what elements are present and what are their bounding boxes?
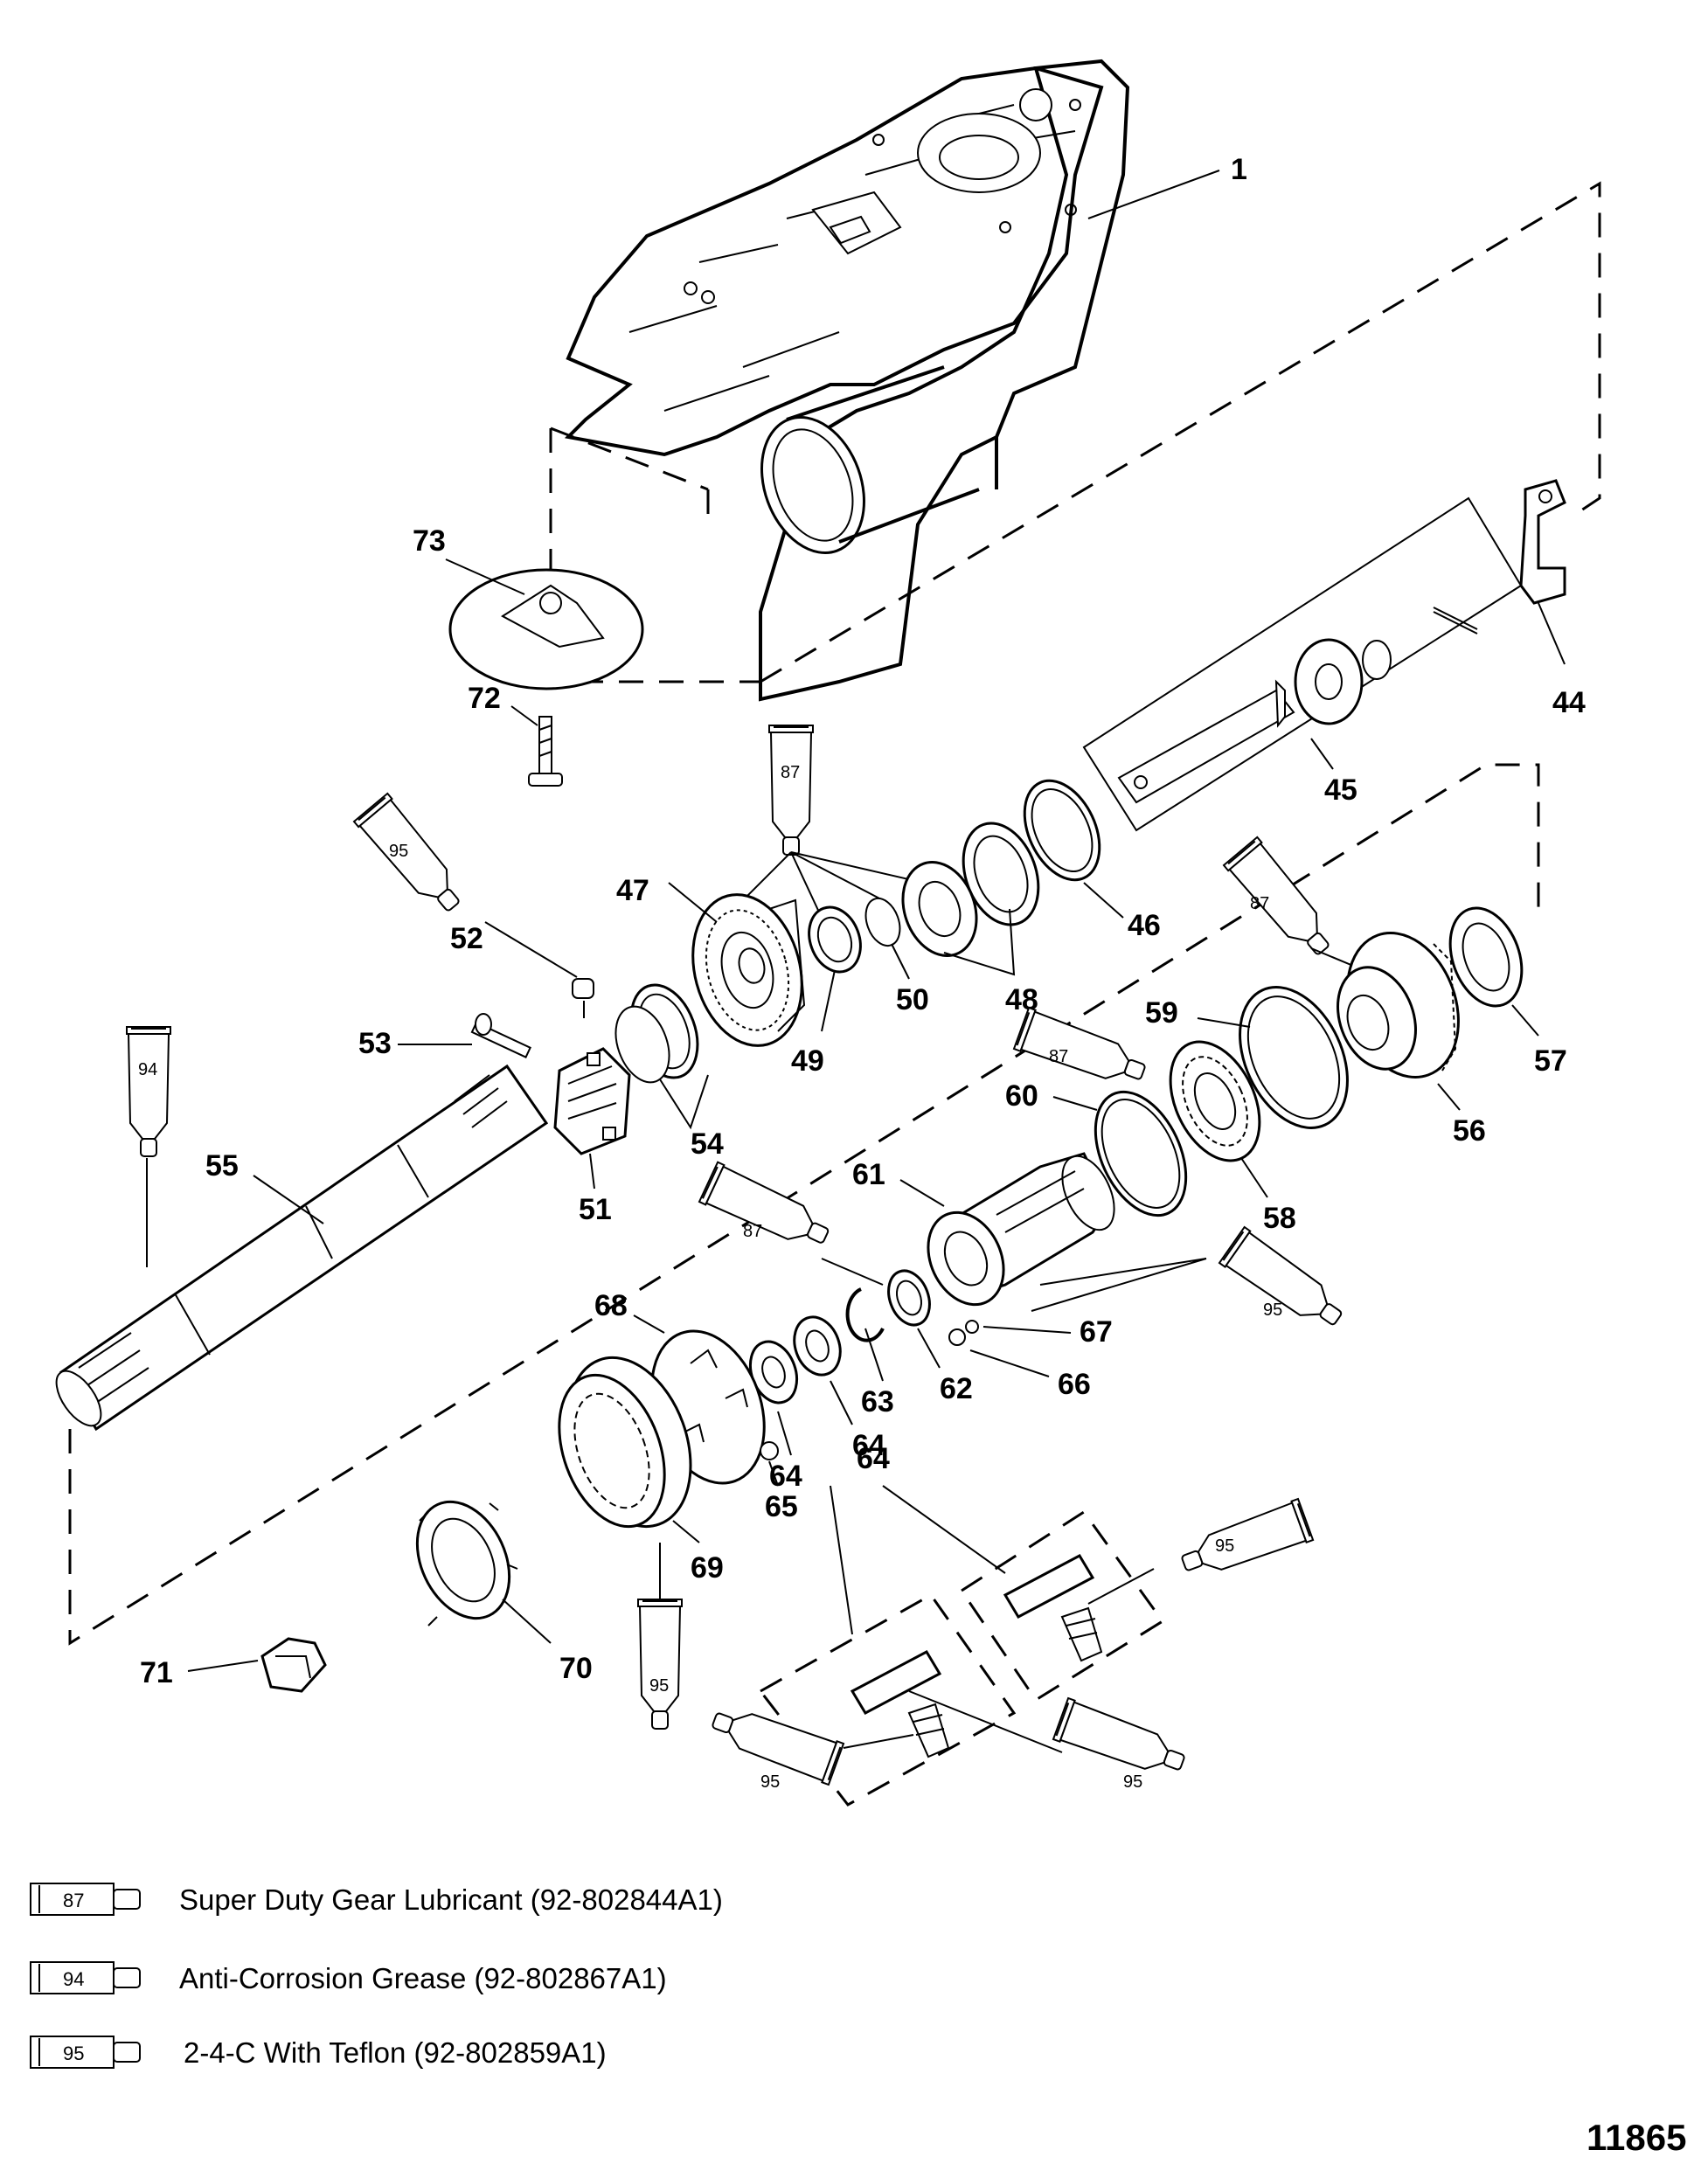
anode-plate bbox=[448, 568, 644, 690]
tube-87d-code: 87 bbox=[743, 1222, 762, 1241]
needle-bearing-62 bbox=[887, 1269, 931, 1327]
label-64c: 64 bbox=[857, 1442, 890, 1475]
anode-screw bbox=[528, 716, 563, 787]
label-62: 62 bbox=[940, 1372, 973, 1405]
legend-text-95: 2-4-C With Teflon (92-802859A1) bbox=[184, 2036, 607, 2069]
shim-59 bbox=[1239, 986, 1349, 1129]
label-71: 71 bbox=[140, 1656, 173, 1689]
propeller-nut-71 bbox=[260, 1637, 327, 1693]
label-46: 46 bbox=[1128, 909, 1161, 942]
oil-seal-64b bbox=[748, 1340, 799, 1405]
legend-code-95: 95 bbox=[63, 2043, 84, 2064]
label-50: 50 bbox=[896, 983, 929, 1016]
tube-95b-code: 95 bbox=[1263, 1300, 1282, 1320]
figure-number: 11865 bbox=[1586, 2117, 1686, 2158]
label-72: 72 bbox=[468, 682, 501, 715]
seal-tool-a bbox=[850, 1650, 950, 1758]
nut-66 bbox=[948, 1328, 966, 1346]
shift-link bbox=[1519, 479, 1566, 605]
label-55: 55 bbox=[205, 1149, 239, 1183]
tube-95c-code: 95 bbox=[649, 1676, 669, 1696]
retaining-ring-63 bbox=[845, 1287, 885, 1342]
legend-text-94: Anti-Corrosion Grease (92-802867A1) bbox=[179, 1962, 667, 1994]
tube-87a-code: 87 bbox=[781, 763, 800, 782]
label-70: 70 bbox=[559, 1652, 593, 1685]
tube-94-code: 94 bbox=[138, 1060, 157, 1079]
o-ring-60 bbox=[1094, 1090, 1188, 1217]
label-56: 56 bbox=[1453, 1114, 1486, 1148]
bearing-carrier-61 bbox=[927, 1152, 1115, 1307]
tube-95d-code: 95 bbox=[1215, 1536, 1234, 1556]
grease-tube-87b bbox=[1223, 836, 1342, 966]
gear-housing bbox=[564, 59, 1130, 702]
washer-50 bbox=[864, 897, 901, 947]
shaft-dashed-outline bbox=[68, 763, 1540, 1646]
label-45: 45 bbox=[1324, 773, 1357, 807]
legend-code-94: 94 bbox=[63, 1968, 84, 1990]
grease-tube-95d bbox=[1175, 1498, 1315, 1585]
tube-95e-code: 95 bbox=[760, 1772, 780, 1792]
label-49: 49 bbox=[791, 1044, 824, 1078]
propeller-shaft-55 bbox=[55, 1064, 549, 1432]
label-47: 47 bbox=[616, 874, 649, 907]
tube-95f-code: 95 bbox=[1123, 1772, 1142, 1792]
label-63: 63 bbox=[861, 1385, 894, 1418]
grease-tube-95c bbox=[637, 1599, 683, 1730]
washer-67 bbox=[965, 1320, 979, 1334]
label-51: 51 bbox=[579, 1193, 612, 1226]
label-54: 54 bbox=[691, 1127, 724, 1161]
key-65 bbox=[760, 1441, 779, 1460]
detent-spring-52 bbox=[572, 978, 594, 1018]
oil-seal-64a bbox=[793, 1315, 842, 1377]
seal-tool-b bbox=[1003, 1554, 1103, 1662]
cross-pin-53 bbox=[470, 1013, 531, 1058]
seal-kit-box-2 bbox=[959, 1509, 1165, 1703]
grease-tube-95f bbox=[1052, 1697, 1191, 1785]
grease-tube-95a bbox=[353, 792, 472, 922]
forward-gear-47 bbox=[691, 893, 806, 1047]
bearing-retainer-69 bbox=[558, 1356, 692, 1529]
tapered-bearing-48 bbox=[901, 822, 1040, 957]
shift-shaft-kit bbox=[1082, 496, 1523, 832]
legend-item-95: 95 2-4-C With Teflon (92-802859A1) bbox=[30, 2036, 607, 2069]
label-73: 73 bbox=[413, 524, 446, 558]
label-64a: 64 bbox=[852, 1429, 885, 1462]
grease-tube-95b bbox=[1219, 1226, 1351, 1338]
legend-item-94: 94 Anti-Corrosion Grease (92-802867A1) bbox=[30, 1961, 667, 1994]
legend: 87 Super Duty Gear Lubricant (92-802844A… bbox=[30, 1883, 723, 2069]
label-61: 61 bbox=[852, 1158, 885, 1191]
tube-95a-code: 95 bbox=[389, 842, 408, 861]
o-ring-46 bbox=[1023, 779, 1101, 882]
grease-tube-87a bbox=[768, 725, 814, 856]
label-57: 57 bbox=[1534, 1044, 1567, 1078]
reverse-gear-56 bbox=[1337, 932, 1460, 1079]
label-58: 58 bbox=[1263, 1202, 1296, 1235]
label-1: 1 bbox=[1231, 153, 1247, 186]
label-69: 69 bbox=[691, 1551, 724, 1585]
tab-washer-70 bbox=[415, 1500, 518, 1626]
bearing-race-54 bbox=[614, 983, 699, 1084]
housing-dashed-outline bbox=[549, 181, 1601, 683]
grease-tube-87d bbox=[698, 1161, 837, 1258]
label-68: 68 bbox=[594, 1289, 628, 1322]
label-59: 59 bbox=[1145, 996, 1178, 1030]
tube-87b-code: 87 bbox=[1250, 894, 1269, 913]
grease-tube-94 bbox=[126, 1026, 171, 1157]
label-65: 65 bbox=[765, 1490, 798, 1523]
label-44: 44 bbox=[1552, 686, 1586, 719]
legend-item-87: 87 Super Duty Gear Lubricant (92-802844A… bbox=[30, 1883, 723, 1916]
label-66: 66 bbox=[1058, 1368, 1091, 1401]
bearing-57 bbox=[1448, 906, 1524, 1008]
needle-bearing-49 bbox=[808, 905, 862, 974]
tube-87c-code: 87 bbox=[1049, 1047, 1068, 1066]
label-60: 60 bbox=[1005, 1079, 1038, 1113]
label-52: 52 bbox=[450, 922, 483, 955]
label-67: 67 bbox=[1080, 1315, 1113, 1349]
sliding-clutch-51 bbox=[553, 1047, 631, 1155]
legend-code-87: 87 bbox=[63, 1890, 84, 1911]
label-53: 53 bbox=[358, 1027, 392, 1060]
legend-text-87: Super Duty Gear Lubricant (92-802844A1) bbox=[179, 1883, 723, 1916]
